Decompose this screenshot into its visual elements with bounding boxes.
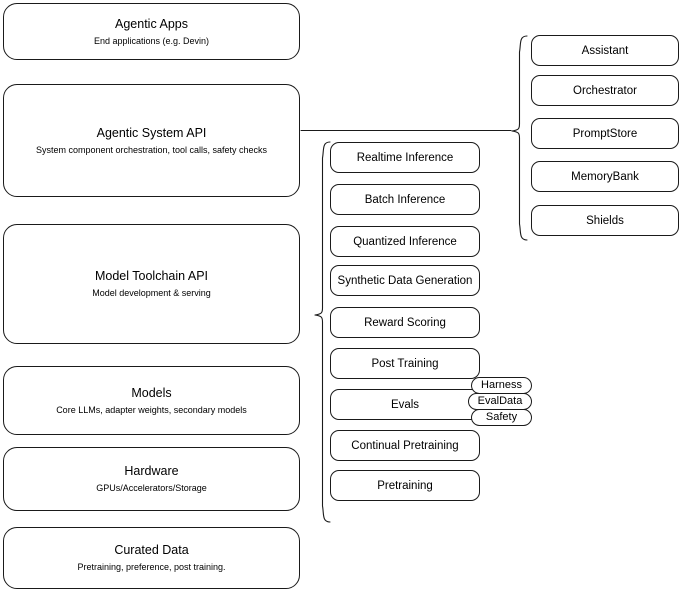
component-label: Orchestrator xyxy=(573,84,637,97)
component-evals[interactable]: Evals xyxy=(330,389,480,420)
component-label: Batch Inference xyxy=(364,193,446,206)
component-assistant[interactable]: Assistant xyxy=(531,35,679,66)
pill-evaldata[interactable]: EvalData xyxy=(468,393,532,410)
layer-agentic-system-api[interactable]: Agentic System API System component orch… xyxy=(3,84,300,197)
layer-title: Hardware xyxy=(124,464,179,478)
layer-title: Model Toolchain API xyxy=(94,269,209,283)
layer-subtitle: GPUs/Accelerators/Storage xyxy=(96,483,207,493)
layer-title: Curated Data xyxy=(114,543,189,557)
component-label: Synthetic Data Generation xyxy=(337,274,473,287)
component-label: Assistant xyxy=(581,44,629,57)
component-shields[interactable]: Shields xyxy=(531,205,679,236)
component-memorybank[interactable]: MemoryBank xyxy=(531,161,679,192)
component-label: MemoryBank xyxy=(571,170,639,183)
pill-label: Harness xyxy=(481,379,522,391)
layer-model-toolchain-api[interactable]: Model Toolchain API Model development & … xyxy=(3,224,300,344)
layer-agentic-apps[interactable]: Agentic Apps End applications (e.g. Devi… xyxy=(3,3,300,60)
component-quantized-inference[interactable]: Quantized Inference xyxy=(330,226,480,257)
component-promptstore[interactable]: PromptStore xyxy=(531,118,679,149)
component-label: Evals xyxy=(390,398,420,411)
layer-hardware[interactable]: Hardware GPUs/Accelerators/Storage xyxy=(3,447,300,511)
layer-subtitle: Model development & serving xyxy=(92,288,211,298)
component-label: Quantized Inference xyxy=(353,235,457,248)
component-label: Pretraining xyxy=(377,479,433,492)
component-pretraining[interactable]: Pretraining xyxy=(330,470,480,501)
layer-subtitle: Core LLMs, adapter weights, secondary mo… xyxy=(56,404,247,415)
layer-title: Models xyxy=(131,385,172,400)
component-label: Continual Pretraining xyxy=(351,439,459,452)
component-realtime-inference[interactable]: Realtime Inference xyxy=(330,142,480,173)
component-batch-inference[interactable]: Batch Inference xyxy=(330,184,480,215)
layer-subtitle: System component orchestration, tool cal… xyxy=(35,144,268,155)
layer-title: Agentic System API xyxy=(96,125,207,140)
brace-toolchain-components xyxy=(314,141,331,523)
layer-subtitle: End applications (e.g. Devin) xyxy=(93,35,210,46)
component-label: Realtime Inference xyxy=(356,151,454,164)
component-label: Reward Scoring xyxy=(364,316,446,329)
layer-title: Agentic Apps xyxy=(115,16,188,31)
layer-curated-data[interactable]: Curated Data Pretraining, preference, po… xyxy=(3,527,300,589)
component-reward-scoring[interactable]: Reward Scoring xyxy=(330,307,480,338)
component-post-training[interactable]: Post Training xyxy=(330,348,480,379)
component-label: Shields xyxy=(586,214,624,227)
component-label: PromptStore xyxy=(572,127,638,140)
pill-label: Safety xyxy=(485,411,518,423)
layer-subtitle: Pretraining, preference, post training. xyxy=(77,562,226,572)
component-continual-pretraining[interactable]: Continual Pretraining xyxy=(330,430,480,461)
pill-safety[interactable]: Safety xyxy=(471,409,532,426)
brace-agentic-components xyxy=(511,35,528,241)
component-label: Post Training xyxy=(371,357,439,370)
component-synthetic-data-generation[interactable]: Synthetic Data Generation xyxy=(330,265,480,296)
pill-harness[interactable]: Harness xyxy=(471,377,532,394)
layer-models[interactable]: Models Core LLMs, adapter weights, secon… xyxy=(3,366,300,435)
component-orchestrator[interactable]: Orchestrator xyxy=(531,75,679,106)
pill-label: EvalData xyxy=(477,395,523,407)
